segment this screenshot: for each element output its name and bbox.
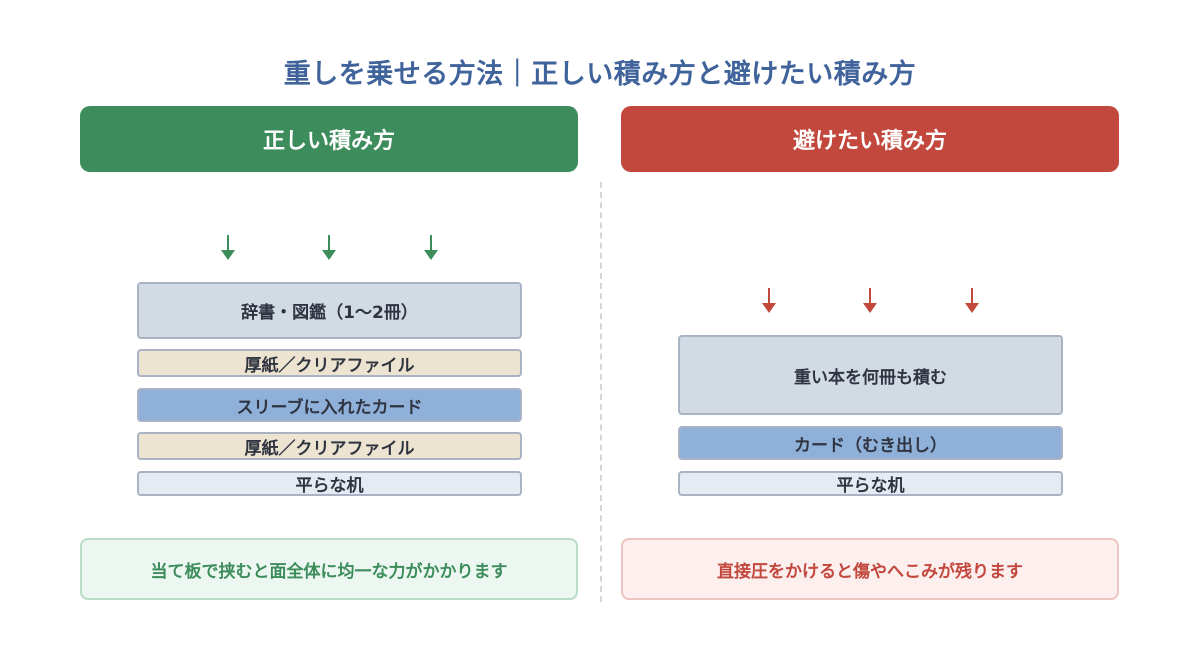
page-title: 重しを乗せる方法｜正しい積み方と避けたい積み方 — [283, 59, 917, 90]
down-arrow-icon — [424, 235, 438, 261]
down-arrow-icon — [965, 288, 979, 314]
layer-bare-card: カード（むき出し） — [678, 426, 1063, 460]
layer-heavy-books: 重い本を何冊も積む — [678, 335, 1063, 415]
correct-method-note: 当て板で挟むと面全体に均一な力がかかります — [80, 538, 578, 600]
correct-method-header: 正しい積み方 — [80, 106, 578, 172]
avoid-method-header: 避けたい積み方 — [621, 106, 1119, 172]
layer-cardboard-top: 厚紙／クリアファイル — [137, 349, 522, 377]
column-divider — [600, 182, 602, 602]
down-arrow-icon — [322, 235, 336, 261]
down-arrow-icon — [863, 288, 877, 314]
down-arrow-icon — [762, 288, 776, 314]
layer-sleeved-card: スリーブに入れたカード — [137, 388, 522, 422]
avoid-method-note: 直接圧をかけると傷やへこみが残ります — [621, 538, 1119, 600]
layer-cardboard-bottom: 厚紙／クリアファイル — [137, 432, 522, 460]
layer-flat-desk: 平らな机 — [678, 471, 1063, 496]
down-arrow-icon — [221, 235, 235, 261]
layer-dictionary: 辞書・図鑑（1〜2冊） — [137, 282, 522, 339]
layer-flat-desk: 平らな机 — [137, 471, 522, 496]
